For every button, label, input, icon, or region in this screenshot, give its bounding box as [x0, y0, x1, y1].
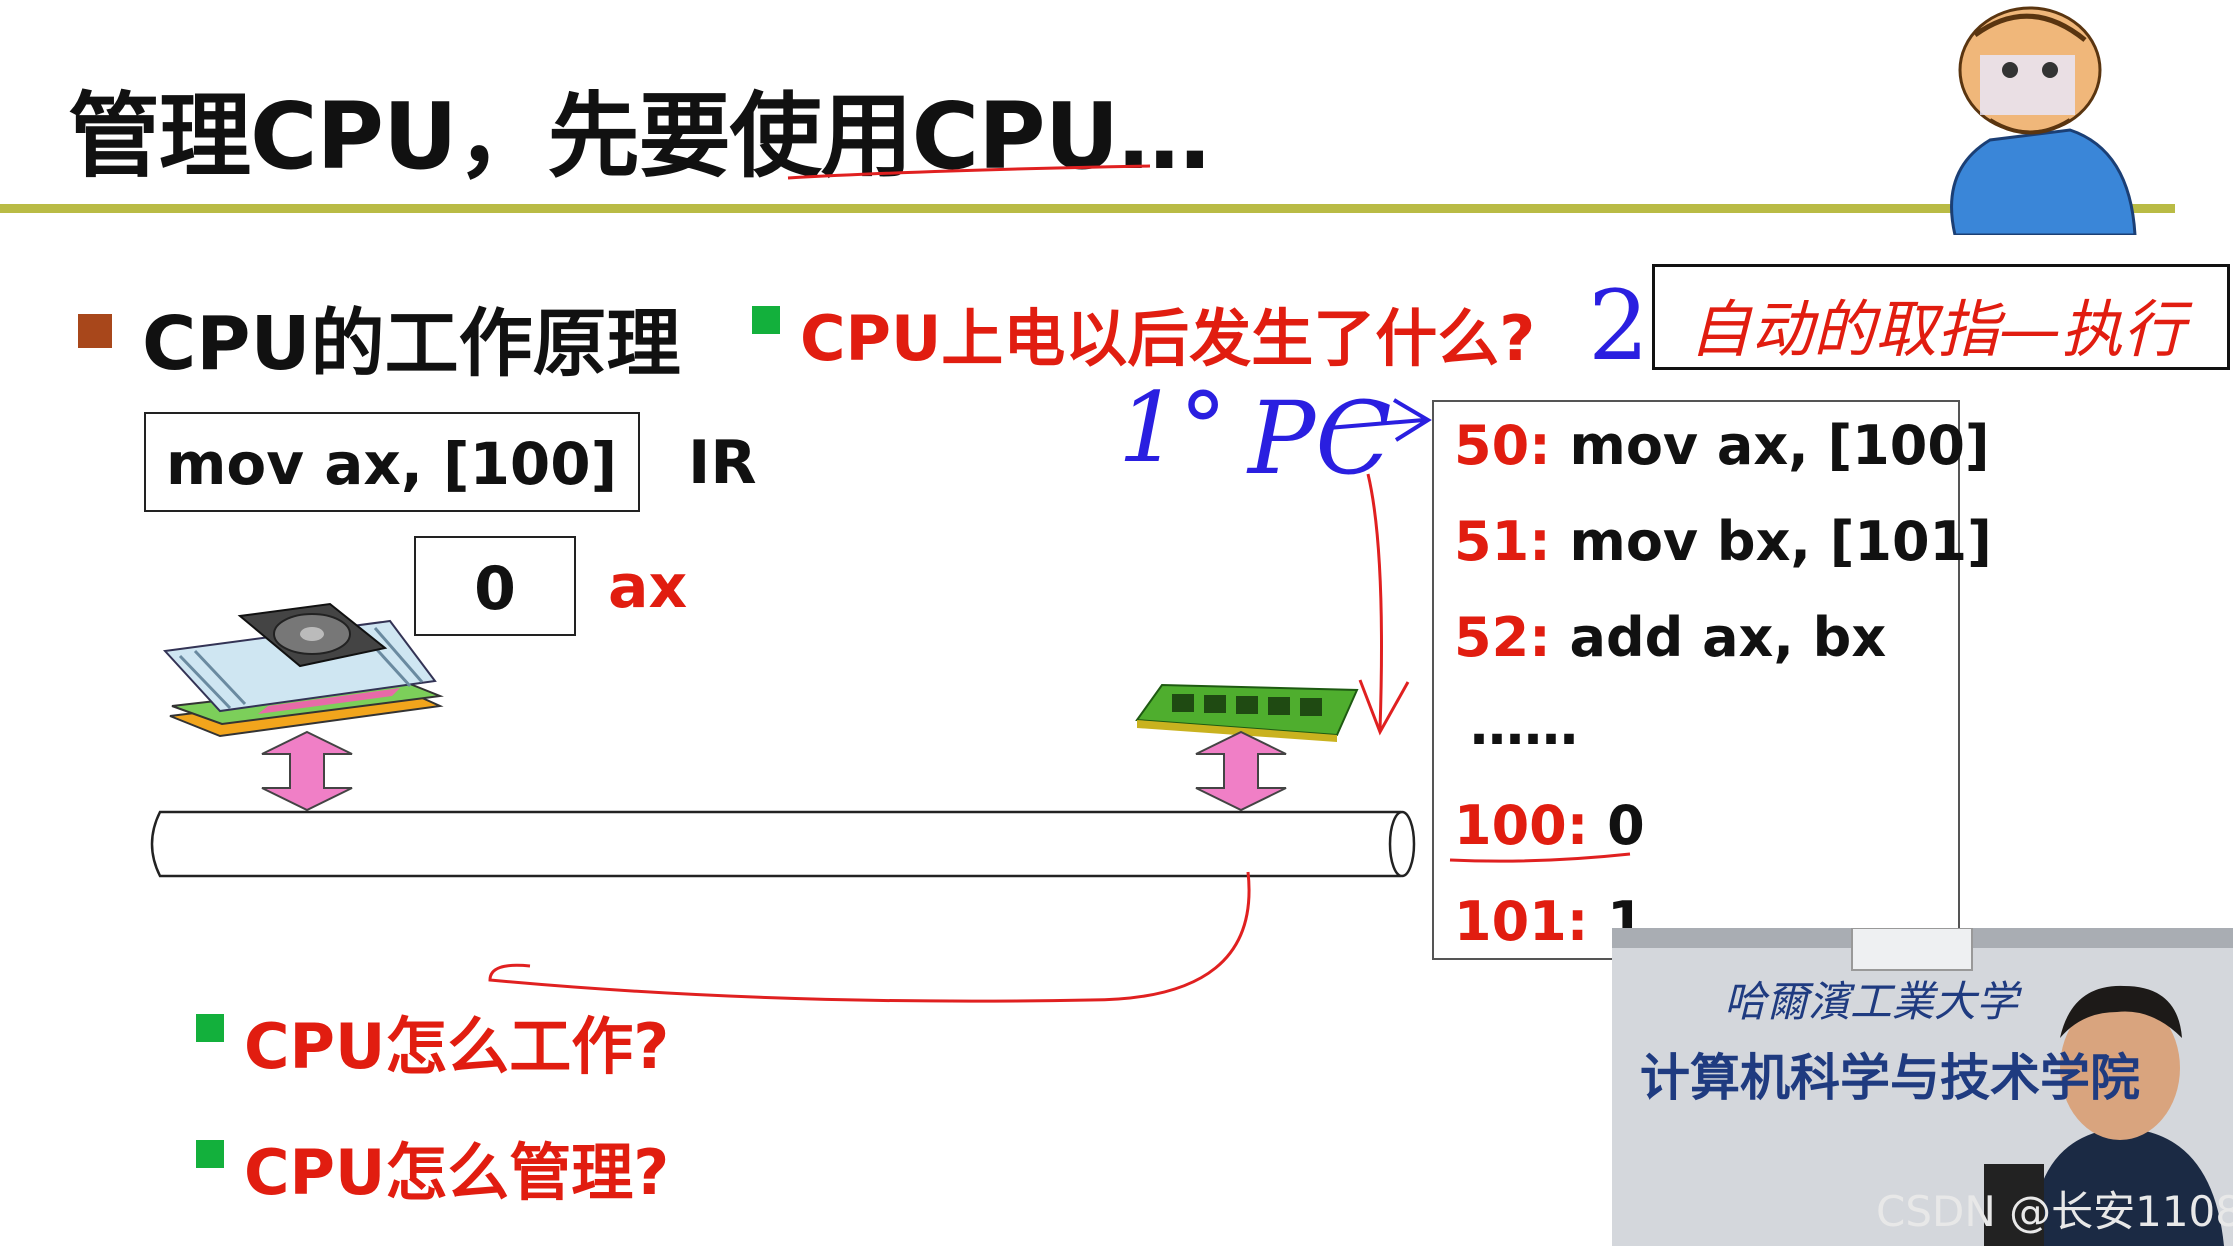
- main-bullet-text: CPU的工作原理: [142, 301, 681, 387]
- memory-line: 52: add ax, bx: [1454, 606, 1886, 669]
- memory-content: add ax, bx: [1550, 606, 1887, 669]
- ir-value: mov ax, [100]: [166, 430, 618, 498]
- lecturer-video-frame: [1612, 928, 2233, 1246]
- system-bus-icon: [150, 810, 1416, 878]
- green-bullet-icon: [196, 1140, 224, 1168]
- question-power-on: CPU上电以后发生了什么?: [800, 302, 1536, 375]
- lecturer-video-panel: 哈爾濱工業大学 计算机科学与技术学院 CSDN @长安1108: [1612, 928, 2233, 1246]
- mascot-image: [1950, 6, 2137, 235]
- memory-address: 101:: [1454, 890, 1589, 953]
- memory-bus-arrow-icon: [1195, 730, 1287, 812]
- memory-address: 52:: [1454, 606, 1551, 669]
- memory-listing-box: 50: mov ax, [100] 51: mov bx, [101] 52: …: [1432, 400, 1992, 960]
- question-manage: CPU怎么管理?: [244, 1136, 670, 1209]
- ir-label: IR: [688, 428, 757, 498]
- memory-line: 50: mov ax, [100]: [1454, 414, 1990, 477]
- memory-ellipsis: ……: [1470, 694, 1578, 757]
- wall-sign-line2: 计算机科学与技术学院: [1640, 1049, 2140, 1107]
- answer-box: 自动的取指—执行: [1652, 264, 2230, 370]
- slide-title: 管理CPU，先要使用CPU…: [68, 83, 1210, 190]
- ink-pc-arrow-icon: [1327, 398, 1432, 442]
- memory-address: 100:: [1454, 794, 1589, 857]
- ax-register-box: 0: [414, 536, 576, 636]
- watermark: CSDN @长安1108: [1876, 1187, 2233, 1236]
- cpu-chip-icon: [162, 602, 444, 738]
- green-bullet-icon: [196, 1014, 224, 1042]
- title-divider: [0, 204, 2175, 213]
- ink-underline-100: [1449, 852, 1631, 863]
- memory-content: 0: [1588, 794, 1645, 857]
- memory-module-icon: [1135, 683, 1359, 742]
- answer-text: 自动的取指—执行: [1689, 293, 2186, 366]
- question-work: CPU怎么工作?: [244, 1010, 670, 1083]
- ax-label: ax: [608, 552, 688, 622]
- ax-value: 0: [474, 554, 516, 624]
- memory-content: mov ax, [100]: [1550, 414, 1990, 477]
- ink-step-1: 1°: [1118, 372, 1228, 484]
- bullet-square-icon: [78, 314, 112, 348]
- memory-address: 51:: [1454, 510, 1551, 573]
- ink-underline-title: [787, 164, 1151, 180]
- memory-line: 100: 0: [1454, 794, 1645, 857]
- ink-red-arrows: [488, 473, 1410, 1003]
- memory-content: mov bx, [101]: [1550, 510, 1992, 573]
- cpu-bus-arrow-icon: [261, 730, 353, 812]
- wall-sign-line1: 哈爾濱工業大学: [1724, 977, 2019, 1026]
- memory-address: 50:: [1454, 414, 1551, 477]
- green-bullet-icon: [752, 306, 780, 334]
- memory-line: 51: mov bx, [101]: [1454, 510, 1992, 573]
- ir-register-box: mov ax, [100]: [144, 412, 640, 512]
